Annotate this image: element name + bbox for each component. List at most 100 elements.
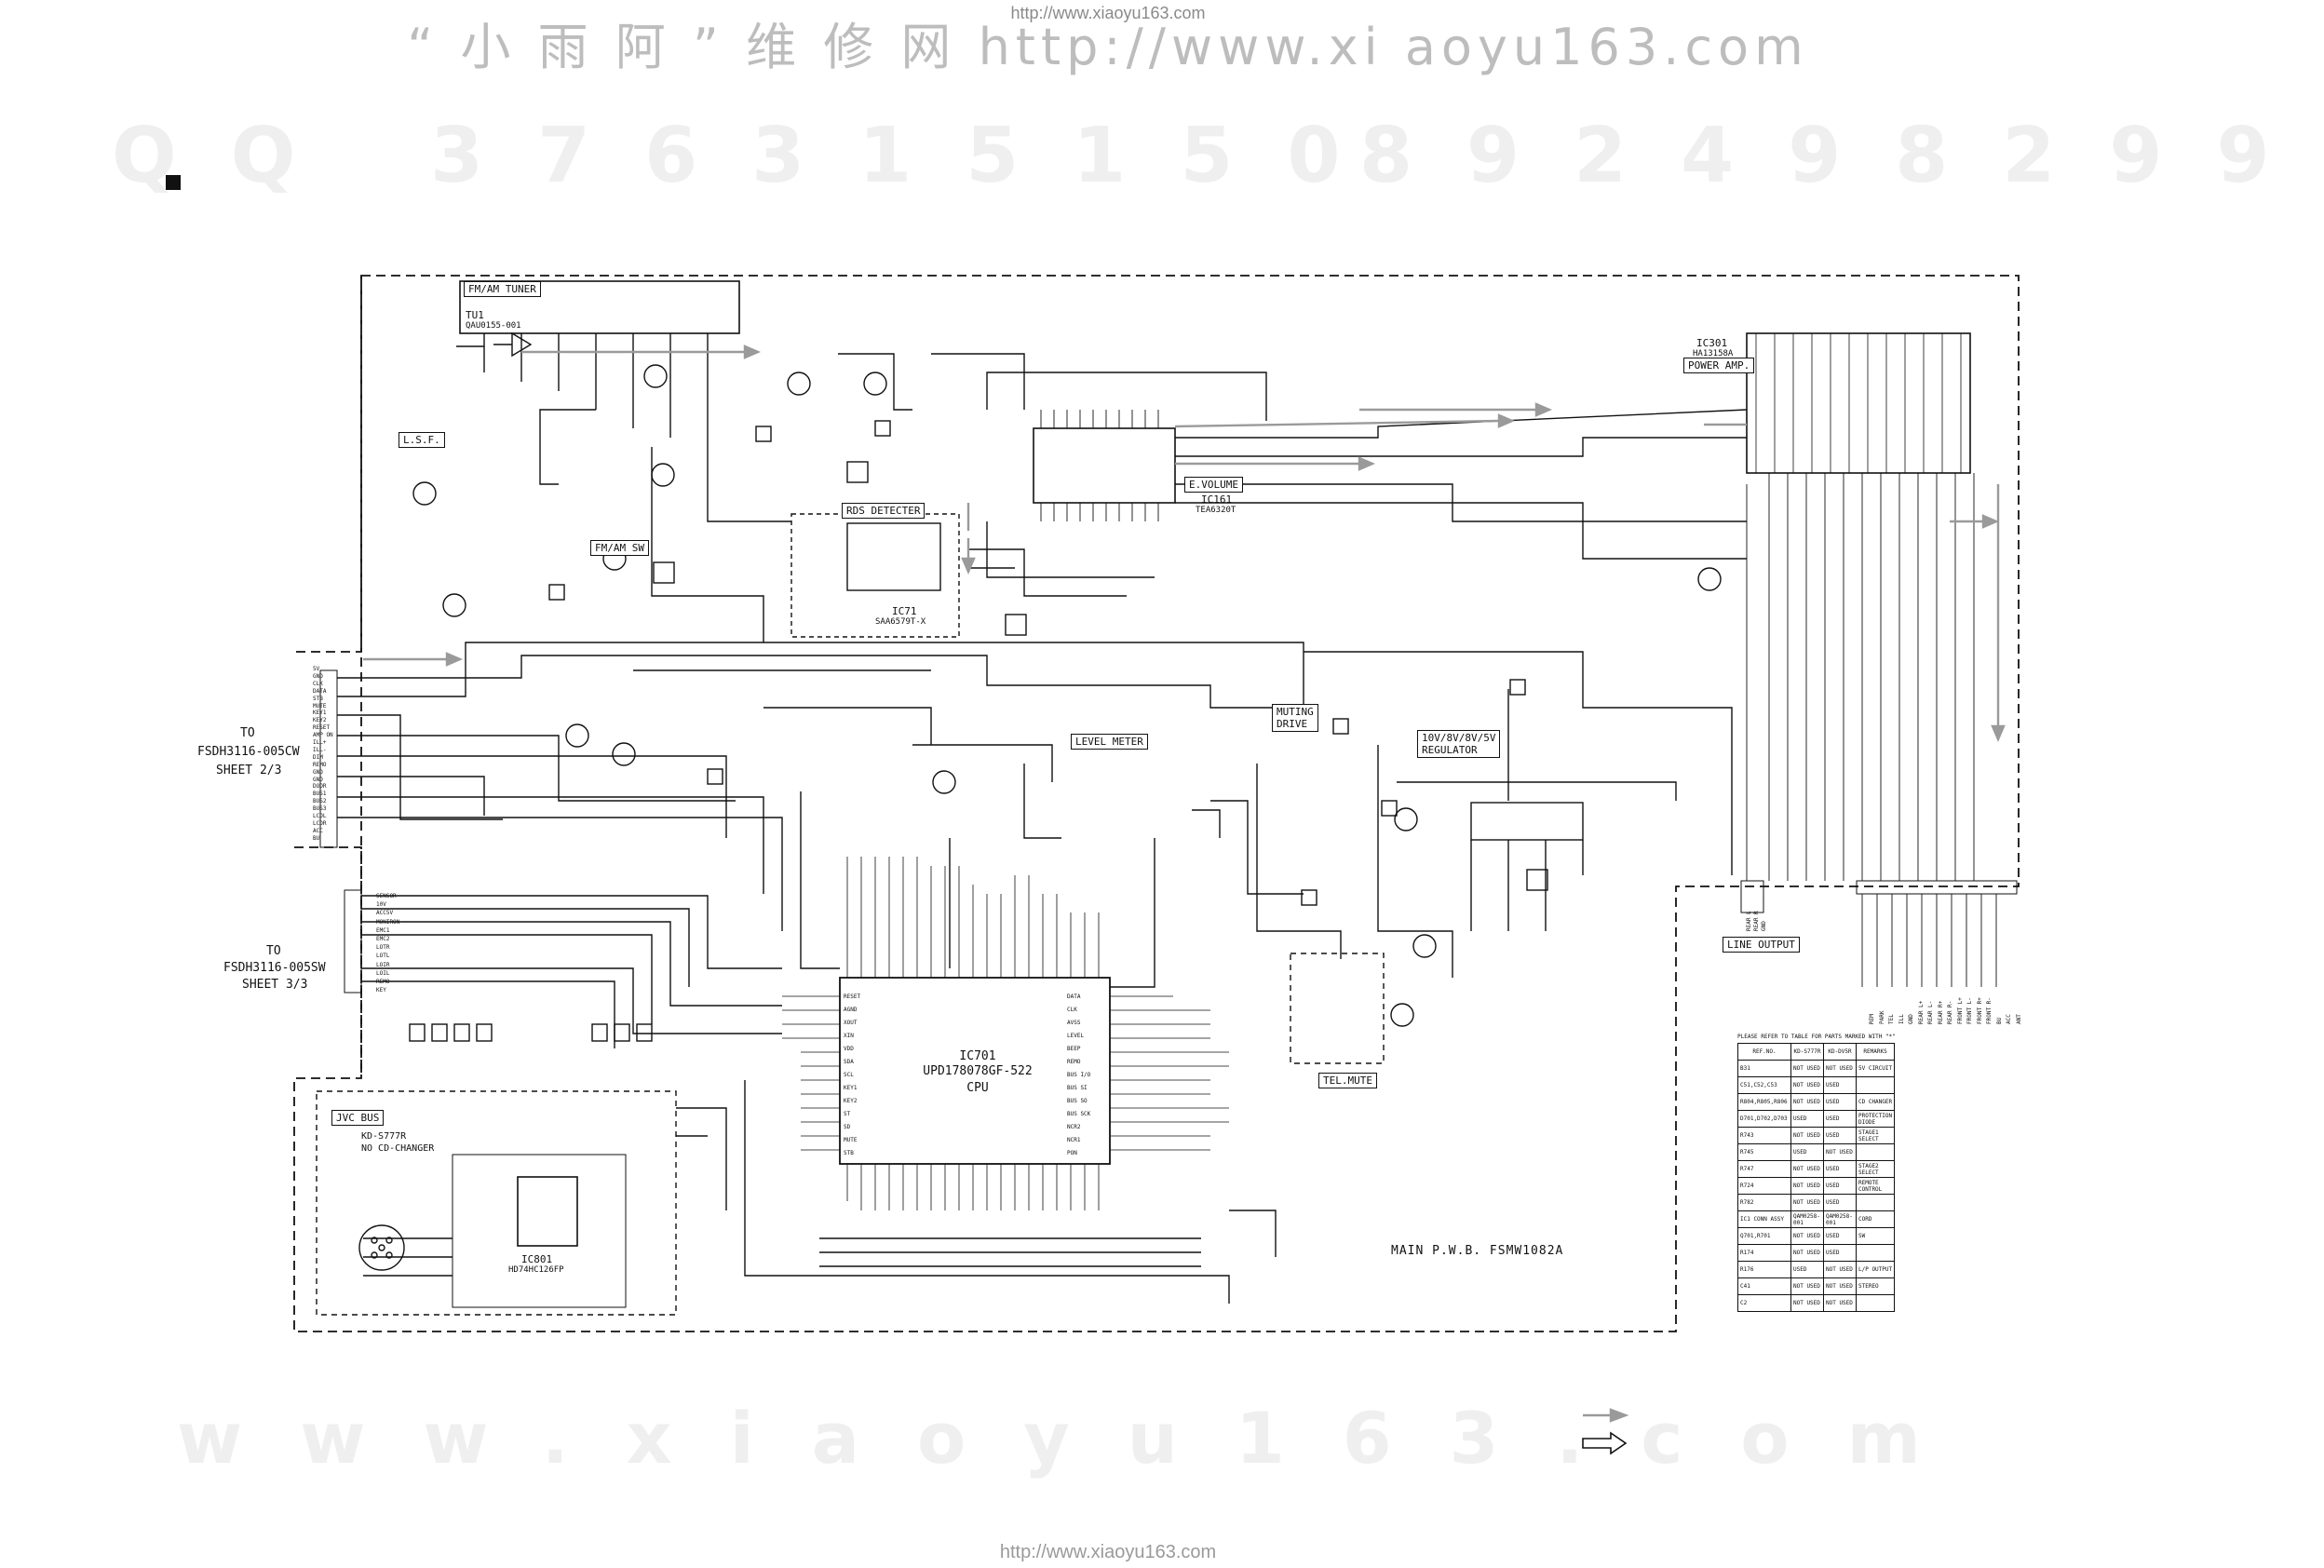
cpu-pin-25: PON [1067, 1150, 1077, 1156]
bus-ic-part: HD74HC126FP [508, 1265, 564, 1275]
cpu-pin-2: XOUT [844, 1020, 858, 1026]
left_connector_top-0: 5V [313, 666, 320, 672]
table-cell: IC1 CONN ASSY [1737, 1210, 1791, 1228]
table-cell [1855, 1294, 1896, 1312]
table-cell: USED [1823, 1160, 1857, 1178]
table-cell [1855, 1194, 1896, 1211]
table-cell: USED [1790, 1261, 1824, 1278]
table-cell: CD CHANGER [1855, 1093, 1896, 1111]
table-cell: C41 [1737, 1277, 1791, 1295]
tuner-part: QAU0155-001 [466, 321, 521, 331]
table-cell: QAM0258-001 [1790, 1210, 1824, 1228]
table-cell: USED [1790, 1110, 1824, 1128]
left_connector_top-23: BU [313, 834, 320, 842]
left_connector_bottom-0: SENSOR [376, 893, 397, 899]
left_connector_top-17: BUS1 [313, 791, 327, 798]
left_connector_top-7: KEY2 [313, 717, 327, 724]
cpu-ref: IC701 [959, 1049, 996, 1063]
left_connector_bottom-1: 10V [376, 901, 386, 909]
sheet-ref-1-to: TO [240, 726, 255, 740]
tel-mute-label: TEL.MUTE [1318, 1073, 1377, 1088]
schematic-drawing [293, 275, 2020, 1455]
table-cell: R743 [1737, 1127, 1791, 1144]
cpu-pin-20: BUS SI [1067, 1085, 1088, 1091]
table-cell: SW [1855, 1227, 1896, 1245]
table-cell: C51,C52,C53 [1737, 1076, 1791, 1094]
table-cell: R745 [1737, 1143, 1791, 1161]
left_connector_bottom-3: MONIRON [376, 918, 400, 926]
table-cell: 5V CIRCUIT [1855, 1060, 1896, 1077]
parts-col-3: REMARKS [1855, 1043, 1896, 1061]
left_connector_top-2: CLK [313, 680, 323, 687]
pa-ic-part: HA13158A [1693, 349, 1734, 358]
cpu-pin-24: NCR1 [1067, 1137, 1081, 1143]
left_connector_top-5: MUTE [313, 702, 327, 710]
table-cell: NOT USED [1790, 1227, 1824, 1245]
table-cell: NOT USED [1790, 1177, 1824, 1195]
left_connector_top-10: ILL+ [313, 739, 327, 746]
tuner-label: FM/AM TUNER [464, 281, 541, 297]
table-cell: D701,D702,D703 [1737, 1110, 1791, 1128]
e-volume-label: E.VOLUME [1184, 477, 1243, 493]
table-cell: USED [1823, 1177, 1857, 1195]
power-amp-label: POWER AMP. [1683, 358, 1755, 373]
top-watermark: “ 小 雨 阿 ” 维 修 网 http://www.xi aoyu163.co… [407, 18, 1809, 76]
left_connector_top-9: AMP ON [313, 732, 333, 739]
table-cell: R747 [1737, 1160, 1791, 1178]
cpu-pin-9: ST [844, 1111, 851, 1117]
table-cell: USED [1823, 1194, 1857, 1211]
table-cell: USED [1823, 1110, 1857, 1128]
left_connector_top-22: ACC [313, 827, 323, 834]
bottom-url: http://www.xiaoyu163.com [999, 1542, 1217, 1562]
evol-ic-ref: IC161 [1201, 493, 1233, 506]
right_connector-15: ANT [2015, 1014, 2022, 1024]
table-cell: NOT USED [1823, 1261, 1857, 1278]
left_connector_top-15: GND [313, 776, 323, 783]
left_connector_bottom-9: LOIL [376, 969, 390, 977]
parts-col-1: KD-S777R [1790, 1043, 1824, 1061]
table-cell: R176 [1737, 1261, 1791, 1278]
table-cell: REMOTE CONTROL [1855, 1177, 1896, 1195]
lsf-label: L.S.F. [399, 432, 445, 448]
left_connector_top-3: DATA [313, 687, 327, 695]
left_connector_top-20: LCDL [313, 813, 327, 819]
table-cell: NOT USED [1790, 1244, 1824, 1262]
cpu-pin-3: XIN [844, 1033, 854, 1039]
parts-table-note: PLEASE REFER TO TABLE FOR PARTS MARKED W… [1737, 1034, 1896, 1040]
left_connector_bottom-10: REMO [376, 979, 390, 985]
sheet-ref-2-to: TO [266, 944, 281, 958]
left_connector_bottom-11: KEY [376, 987, 386, 994]
table-cell: NOT USED [1823, 1294, 1857, 1312]
jvc-bus-note: KD-S777R NO CD-CHANGER [361, 1131, 435, 1154]
left_connector_bottom-8: LOIR [376, 961, 390, 968]
jvc-bus-outline [316, 1090, 677, 1316]
cpu-pin-10: SD [844, 1124, 851, 1130]
cpu-pin-11: MUTE [844, 1137, 858, 1143]
cpu-body [839, 977, 1111, 1165]
left_connector_top-1: GND [313, 672, 323, 680]
tel-mute-outline [1290, 953, 1385, 1064]
left_connector_bottom-7: LOTL [376, 953, 390, 960]
tuner-ref: TU1 [466, 309, 484, 321]
pa-ic-ref: IC301 [1696, 337, 1728, 349]
cpu-pin-8: KEY2 [844, 1098, 858, 1104]
cpu-label: CPU [966, 1081, 989, 1095]
main-pwb-label: MAIN P.W.B. FSMW1082A [1391, 1244, 1564, 1258]
left_connector_top-4: STB [313, 695, 323, 702]
jvc-bus-label: JVC BUS [331, 1110, 385, 1126]
cpu-pin-23: NCR2 [1067, 1124, 1081, 1130]
table-cell: NOT USED [1790, 1194, 1824, 1211]
fm-am-sw-label: FM/AM SW [590, 540, 649, 556]
table-cell: USED [1823, 1227, 1857, 1245]
left_connector_top-6: KEY1 [313, 710, 327, 717]
